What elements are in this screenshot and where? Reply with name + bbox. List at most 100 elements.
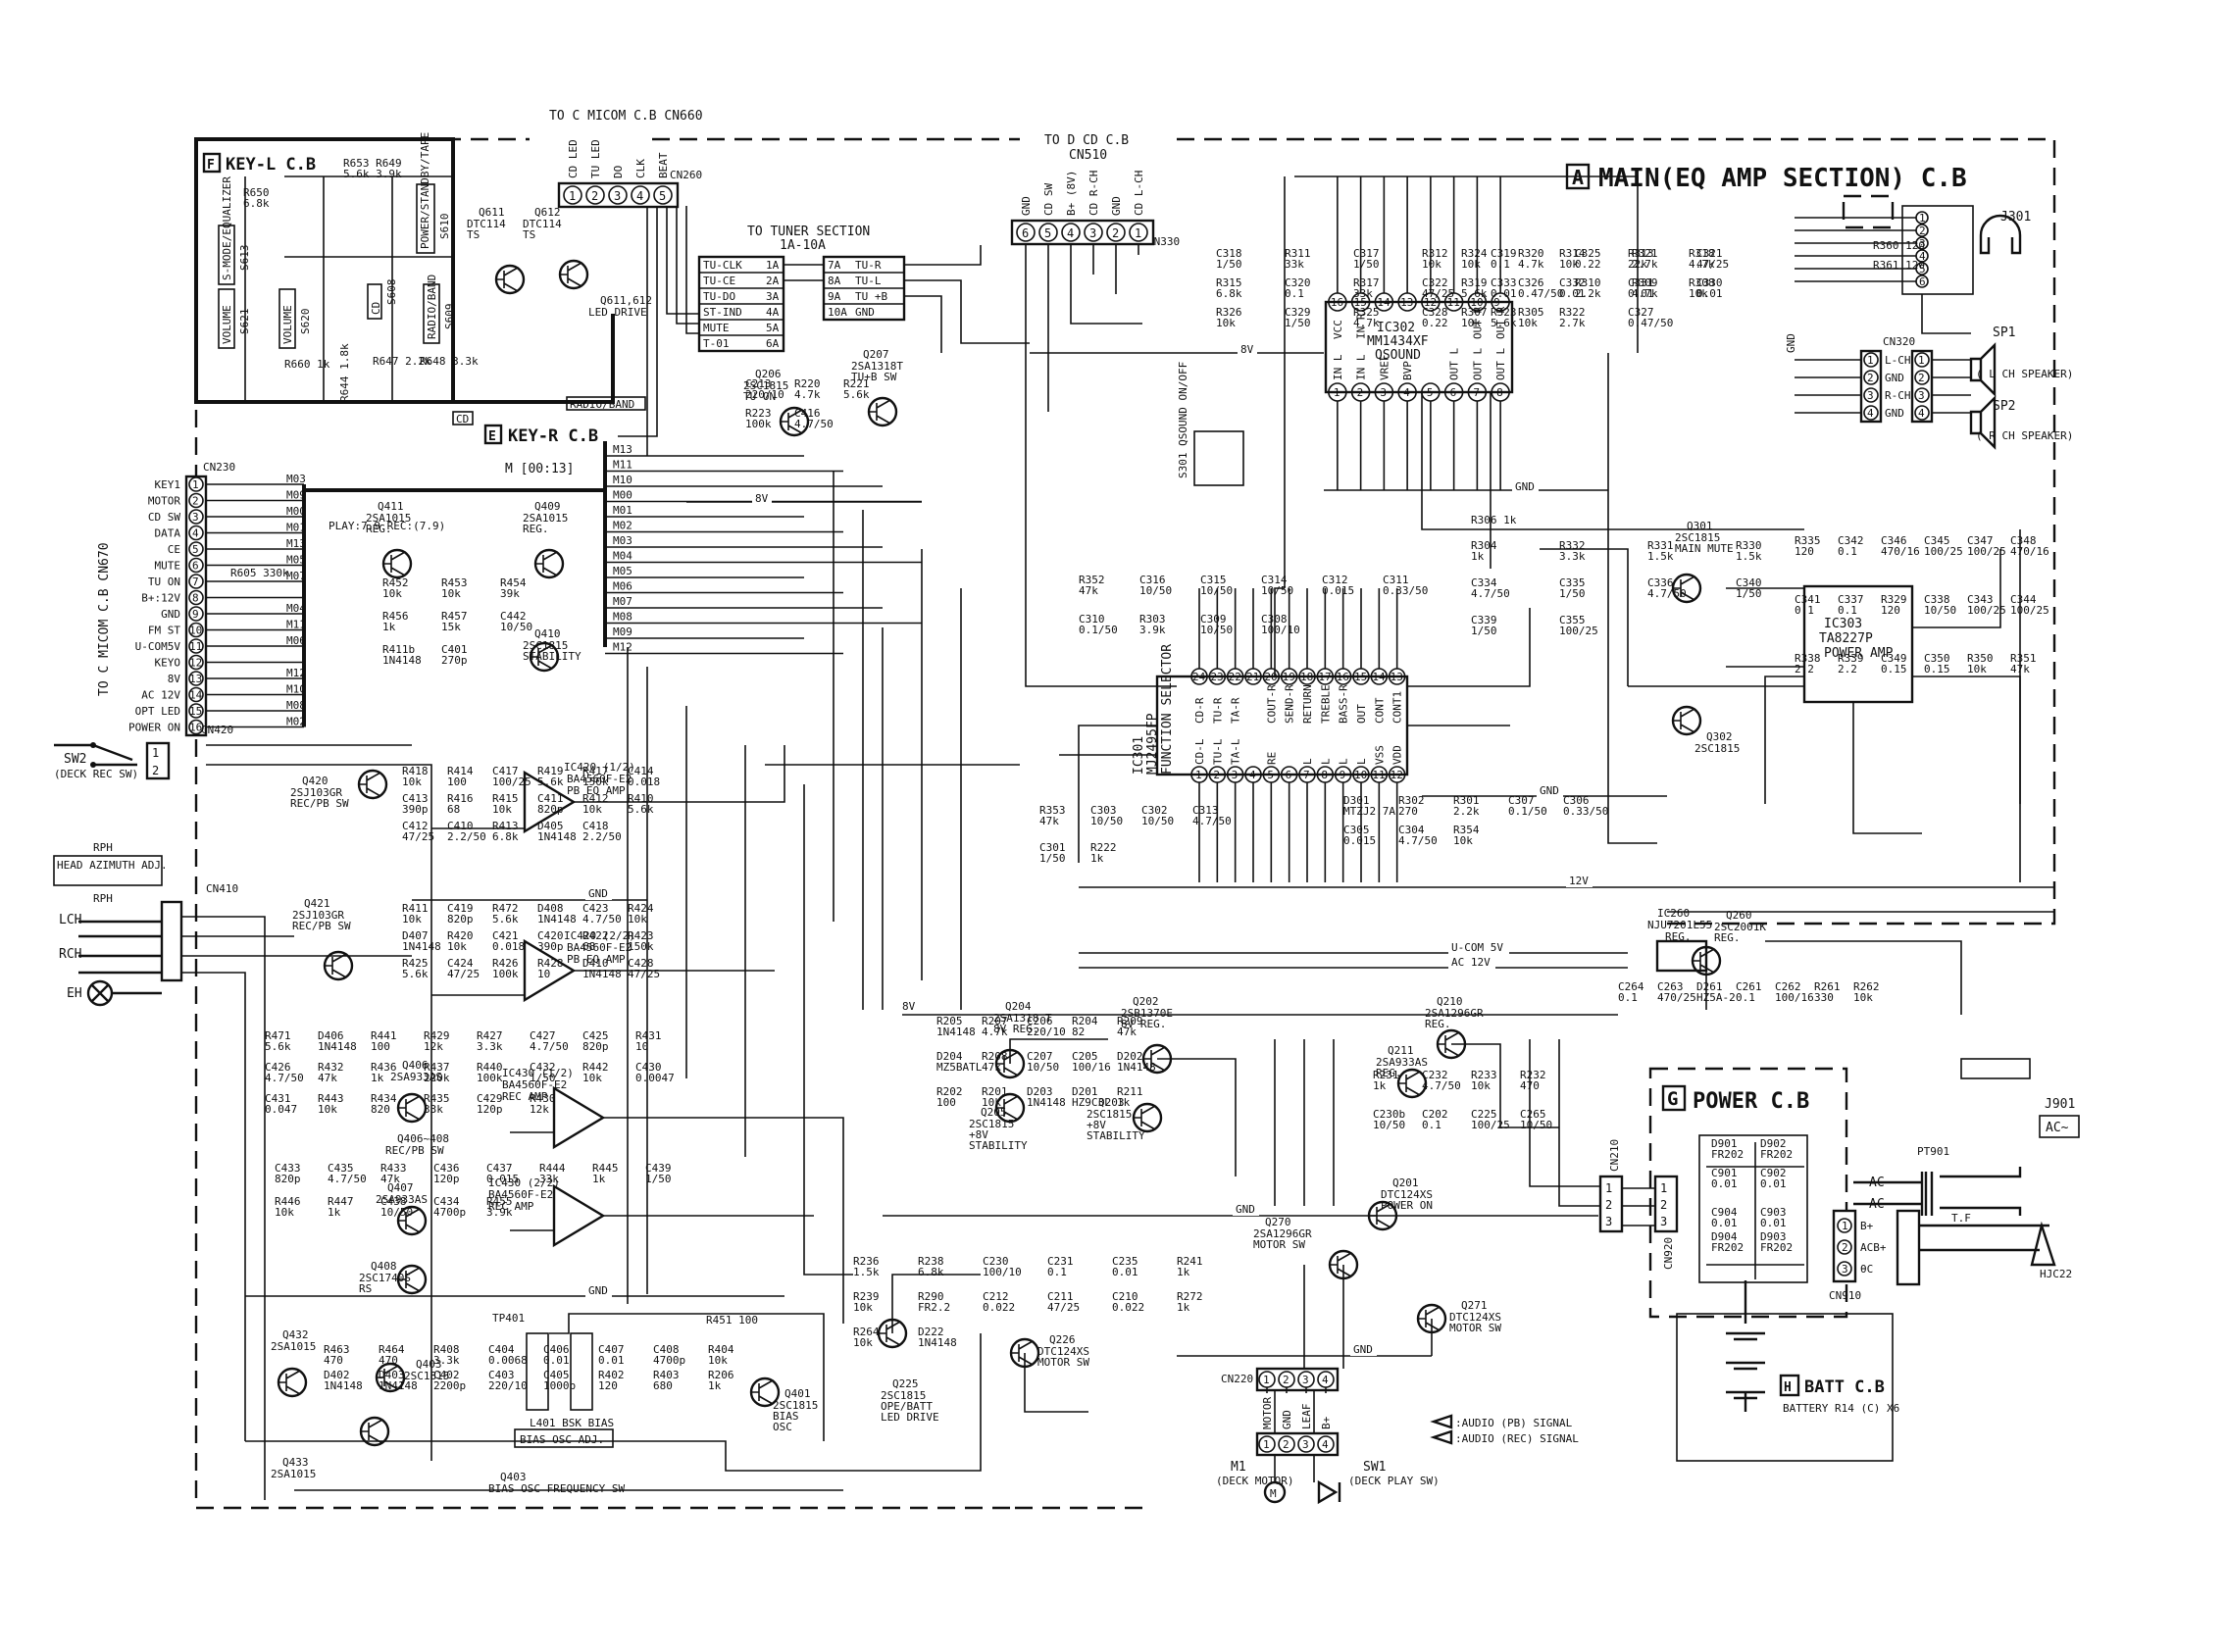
transistor-type: 2SA1015: [271, 1468, 316, 1480]
part-ref: R307: [1461, 306, 1488, 319]
part-ref: R414: [447, 765, 474, 777]
part-value: 10k: [441, 587, 461, 600]
part-value: 100k: [745, 418, 772, 430]
part-ref: C404: [488, 1343, 515, 1356]
part-ref: R446: [275, 1195, 301, 1208]
part-ref: R403: [653, 1369, 680, 1381]
part-ref: R422: [582, 929, 609, 942]
tuner-signal: TU-L: [855, 275, 882, 287]
transistor-ref: Q210: [1437, 995, 1463, 1008]
part-value: 4.7/50: [530, 1040, 569, 1053]
svg-text:1: 1: [152, 746, 159, 760]
part-ref: R314: [1559, 247, 1586, 260]
key-r-letter: E: [488, 429, 496, 444]
part-ref: R442: [582, 1061, 609, 1074]
part-ref: R411: [402, 902, 429, 915]
ic303-part: TA8227P: [1819, 631, 1873, 646]
part-value: 10/50: [1141, 815, 1174, 827]
cn230-bus-label: M09: [286, 489, 306, 502]
cn230-pin-number: 16: [189, 722, 202, 734]
part-value: 10/50: [380, 1206, 413, 1219]
ic302-pin: 12: [1424, 296, 1437, 309]
part-value: 5.6k: [843, 388, 870, 401]
cn420-label: CN420: [201, 724, 233, 736]
cn330-pin-signal: GND: [1020, 196, 1033, 216]
ic301-pin-name: COUT-R: [1265, 684, 1278, 724]
ic301-pin: 8: [1321, 769, 1328, 781]
ic301-pin-name: VSS: [1373, 745, 1386, 765]
r306-label: R306 1k: [1471, 514, 1517, 526]
part-value: 0.015: [1343, 834, 1376, 847]
part-ref: R320: [1518, 247, 1544, 260]
cn260-pin-signal: TU LED: [589, 139, 602, 178]
right-gnd-label: GND: [1785, 333, 1797, 353]
tuner-pin: 2A: [766, 275, 780, 287]
part-ref: R431: [635, 1029, 662, 1042]
part-value: 10/50: [1200, 624, 1233, 636]
part-ref: C225: [1471, 1108, 1497, 1121]
transistor-ref: Q403: [500, 1471, 527, 1483]
part-ref: C346: [1881, 534, 1907, 547]
j301-pin: 5: [1919, 263, 1926, 275]
cn320-pin-signal: GND: [1885, 372, 1904, 384]
transistor-ref: Q612: [534, 206, 561, 219]
transistor-type: REC/PB SW: [385, 1144, 444, 1157]
ic302-pin: 9: [1493, 296, 1500, 309]
part-value: 1k: [371, 1072, 384, 1084]
r647-label: R647 2.2k: [373, 355, 431, 368]
ic301-pin: 19: [1283, 671, 1295, 683]
part-value: 100/25: [1924, 545, 1963, 558]
part-ref: R353: [1039, 804, 1066, 817]
part-ref: R207: [982, 1015, 1008, 1027]
rail-label: AC 12V: [1451, 956, 1491, 969]
part-value: 5.6k: [402, 968, 429, 980]
ic301-pin-name: RETURN: [1301, 684, 1314, 724]
rail-label: 8V: [755, 492, 769, 505]
rail-label: 8V: [902, 1000, 916, 1013]
part-value: 1/50: [1353, 258, 1380, 271]
rail-label: GND: [588, 887, 608, 900]
j301-pin: 6: [1919, 275, 1926, 288]
part-ref: R426: [492, 957, 519, 970]
part-ref: R408: [433, 1343, 460, 1356]
part-value: 4.7/50: [1647, 587, 1687, 600]
part-value: 0.33/50: [1383, 584, 1428, 597]
cn260-pin-number: 1: [569, 189, 576, 203]
part-value: 10k: [1967, 663, 1987, 676]
part-ref: C320: [1285, 276, 1311, 289]
cn320-pin-number: 2: [1867, 372, 1874, 384]
cn230-pin-signal: CE: [168, 543, 180, 556]
part-ref: R323: [1491, 306, 1517, 319]
part-value: FR2.2: [918, 1301, 950, 1314]
part-ref: C433: [275, 1162, 301, 1175]
part-ref: C430: [635, 1061, 662, 1074]
part-ref: C321: [1696, 247, 1723, 260]
transistor-type: MOTOR SW: [1037, 1356, 1089, 1369]
bias-adj-label: BIAS OSC ADJ.: [520, 1433, 604, 1446]
cn260-pin-signal: CLK: [634, 159, 647, 178]
m-bus-line-label: M00: [613, 489, 632, 502]
tuner-signal: TU +B: [855, 290, 887, 303]
cn210-label: CN210: [1608, 1139, 1621, 1172]
part-value: 0.1: [1047, 1266, 1067, 1278]
ic301-pin-name: L: [1319, 758, 1332, 765]
part-ref: D408: [537, 902, 564, 915]
part-ref: R324: [1461, 247, 1488, 260]
part-ref: C328: [1422, 306, 1448, 319]
part-ref: C210: [1112, 1290, 1138, 1303]
part-ref: C262: [1775, 980, 1801, 993]
part-value: 120: [1881, 604, 1900, 617]
part-value: 10k: [582, 1072, 602, 1084]
part-value: 10/50: [1090, 815, 1123, 827]
part-value: 0.1: [1736, 991, 1755, 1004]
part-value: 47/25: [628, 968, 660, 980]
part-ref: C342: [1838, 534, 1864, 547]
part-ref: R434: [371, 1092, 397, 1105]
battery-label: BATTERY R14 (C) X6: [1783, 1402, 1899, 1415]
part-ref: R447: [328, 1195, 354, 1208]
rch-label: RCH: [59, 947, 81, 962]
main-board-name: MAIN(EQ AMP SECTION) C.B: [1598, 164, 1967, 193]
